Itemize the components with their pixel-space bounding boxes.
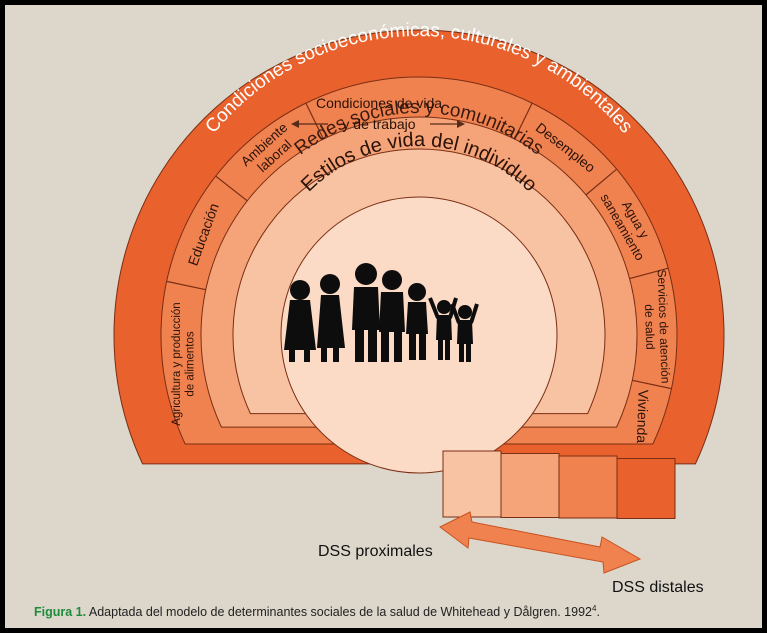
sector-label-line: Vivienda bbox=[634, 389, 652, 443]
proximal-label: DSS proximales bbox=[318, 543, 433, 560]
living-conditions-label-2: y de trabajo bbox=[342, 116, 415, 132]
sector-label-line: de alimentos bbox=[185, 331, 197, 396]
sector-divider bbox=[215, 175, 248, 202]
sector-label-line: Agricultura y producción bbox=[171, 302, 183, 425]
legend-swatch bbox=[500, 453, 560, 518]
legend-swatches bbox=[442, 450, 676, 519]
living-conditions-label-1: Condiciones de vida bbox=[316, 95, 442, 111]
sector-divider bbox=[632, 379, 672, 390]
sector-label-line: Servicios de atención bbox=[655, 269, 673, 383]
proximal-distal-double-arrow bbox=[439, 511, 642, 574]
right-arrow-icon bbox=[430, 120, 465, 128]
caption-label: Figura 1. bbox=[34, 605, 87, 620]
caption-end: . bbox=[596, 605, 600, 620]
caption-superscript: 4 bbox=[591, 604, 597, 613]
sector-dividers bbox=[166, 102, 672, 390]
caption-text: Adaptada del modelo de determinantes soc… bbox=[86, 605, 592, 620]
family-silhouette-icon bbox=[284, 263, 479, 362]
sector-divider bbox=[514, 102, 533, 140]
legend-swatch bbox=[558, 455, 618, 519]
distal-label: DSS distales bbox=[612, 579, 704, 596]
sector-label: Vivienda bbox=[634, 389, 652, 443]
figure-caption: Figura 1. Adaptada del modelo de determi… bbox=[34, 604, 600, 619]
legend-swatch bbox=[442, 450, 502, 518]
sector-divider bbox=[585, 168, 618, 196]
sector-divider bbox=[166, 280, 206, 291]
sector-label: Servicios de atenciónde salud bbox=[641, 269, 673, 384]
sector-divider bbox=[629, 267, 669, 280]
sector-divider bbox=[305, 102, 324, 140]
left-arrow-icon bbox=[291, 120, 328, 128]
legend-swatch bbox=[616, 458, 676, 519]
sector-label-line: de salud bbox=[642, 304, 658, 350]
